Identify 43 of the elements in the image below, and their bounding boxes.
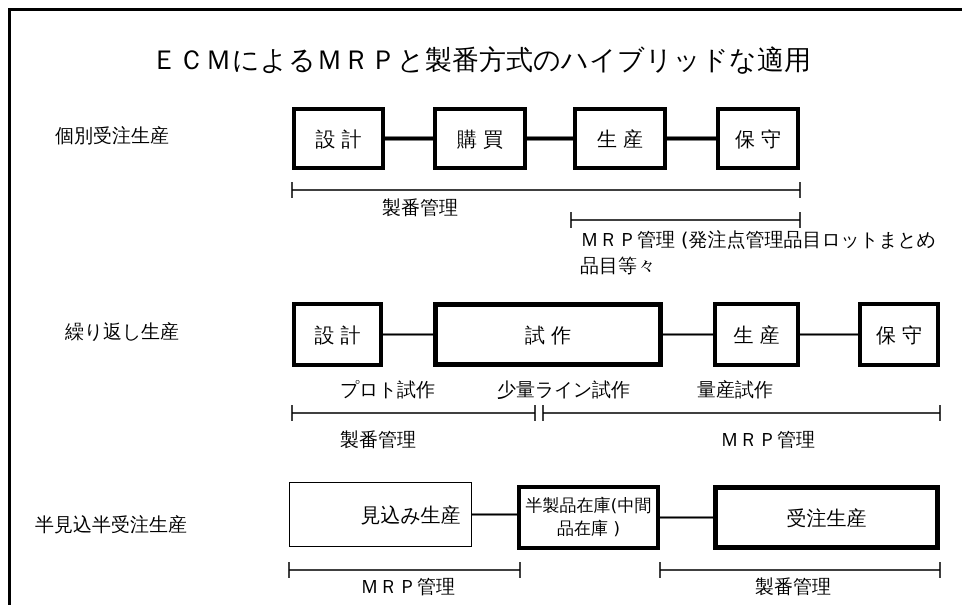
process-box <box>292 107 385 170</box>
connector-line <box>800 334 858 336</box>
annotation-text: 半見込半受注生産 <box>35 513 188 538</box>
process-box <box>713 302 800 367</box>
box-text: 保 守 <box>876 322 922 348</box>
connector-line <box>472 514 517 516</box>
connector-line <box>383 334 433 336</box>
connector-line <box>527 136 573 140</box>
process-box <box>713 485 940 550</box>
box-text: 保 守 <box>734 126 782 152</box>
box-text: 設 計 <box>314 322 361 348</box>
connector-line <box>663 334 713 336</box>
process-box <box>433 107 527 170</box>
connector-line <box>660 516 713 518</box>
annotation-text: プロト試作 <box>340 378 436 403</box>
connector-line <box>667 136 716 140</box>
annotation-text: 繰り返し生産 <box>65 320 180 345</box>
process-box <box>716 107 800 170</box>
annotation-text: ＭＲＰ管理 (発注点管理品目ロットまとめ品目等々 <box>580 228 936 279</box>
annotation-text: ＭＲＰ管理 <box>720 428 816 453</box>
box-text: 生 産 <box>733 322 780 348</box>
process-box <box>573 107 667 170</box>
annotation-text: ＭＲＰ管理 <box>360 575 456 600</box>
box-text: 生 産 <box>596 126 644 152</box>
annotation-text: 少量ライン試作 <box>497 378 631 403</box>
annotation-text: 量産試作 <box>697 378 774 403</box>
process-box <box>433 302 663 367</box>
box-text: 設 計 <box>315 126 362 152</box>
process-box <box>292 302 383 367</box>
diagram-title: ＥＣＭによるＭＲＰと製番方式のハイブリッドな適用 <box>150 44 812 78</box>
connector-line <box>385 136 433 140</box>
process-box <box>289 482 472 547</box>
process-box <box>858 302 940 367</box>
box-text: 受注生産 <box>786 504 866 530</box>
box-text: 購 買 <box>456 126 504 152</box>
annotation-text: 製番管理 <box>755 575 832 600</box>
annotation-text: 製番管理 <box>340 428 417 453</box>
box-text: 試 作 <box>524 322 572 348</box>
box-text: 半製品在庫(中間品在庫 ) <box>524 495 652 540</box>
annotation-text: 個別受注生産 <box>55 124 170 149</box>
box-text: 見込み生産 <box>360 502 460 528</box>
annotation-text: 製番管理 <box>382 196 459 221</box>
process-box <box>517 485 660 550</box>
